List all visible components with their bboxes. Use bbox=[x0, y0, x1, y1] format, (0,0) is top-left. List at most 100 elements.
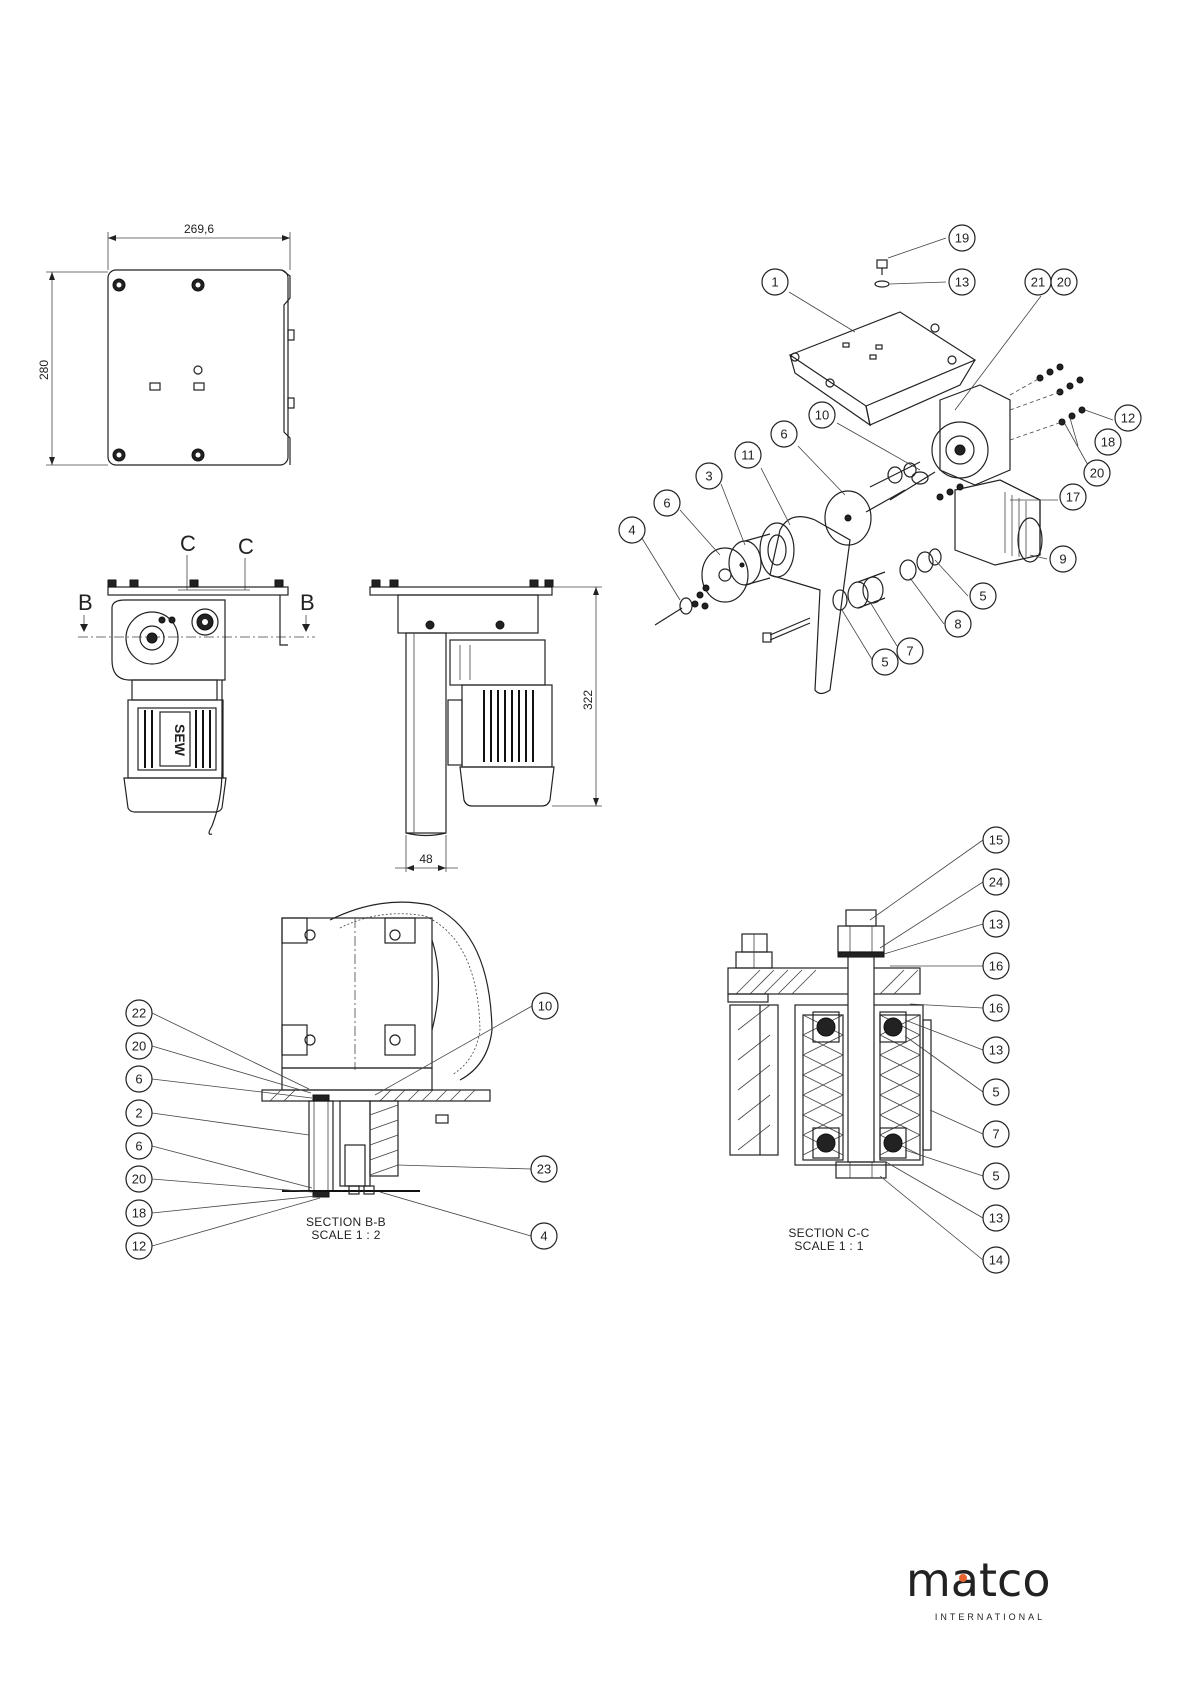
balloon: 16 bbox=[983, 953, 1009, 979]
section-bb-leaders bbox=[152, 1006, 532, 1246]
dim-width-side: 48 bbox=[419, 852, 433, 866]
svg-text:5: 5 bbox=[881, 655, 888, 670]
motor-label: SEW bbox=[172, 724, 188, 757]
section-letter-b-left: B bbox=[78, 590, 93, 615]
section-letter-c-left: C bbox=[180, 531, 196, 556]
svg-text:20: 20 bbox=[132, 1039, 146, 1054]
svg-text:13: 13 bbox=[989, 917, 1003, 932]
balloon: 1 bbox=[762, 269, 788, 295]
svg-text:20: 20 bbox=[132, 1172, 146, 1187]
svg-text:10: 10 bbox=[815, 408, 829, 423]
svg-text:6: 6 bbox=[663, 496, 670, 511]
balloon: 18 bbox=[126, 1200, 152, 1226]
balloon: 5 bbox=[970, 583, 996, 609]
svg-text:16: 16 bbox=[989, 959, 1003, 974]
balloon: 10 bbox=[809, 402, 835, 428]
balloon: 6 bbox=[771, 421, 797, 447]
section-letter-b-right: B bbox=[300, 590, 315, 615]
matco-logo: matco INTERNATIONAL bbox=[906, 1553, 1050, 1622]
balloon: 11 bbox=[735, 442, 761, 468]
exploded-view: 19 13 1 21 20 12 10 18 11 6 20 3 17 6 4 … bbox=[619, 225, 1141, 694]
balloon: 5 bbox=[983, 1163, 1009, 1189]
balloon: 4 bbox=[619, 517, 645, 543]
balloon: 23 bbox=[531, 1156, 557, 1182]
balloon: 21 bbox=[1025, 269, 1051, 295]
motor-fins-side bbox=[484, 690, 533, 762]
svg-text:2: 2 bbox=[135, 1106, 142, 1121]
balloon: 7 bbox=[983, 1121, 1009, 1147]
svg-text:4: 4 bbox=[540, 1229, 547, 1244]
balloon: 7 bbox=[897, 638, 923, 664]
section-bb-caption: SECTION B-B bbox=[306, 1215, 386, 1229]
svg-text:5: 5 bbox=[979, 589, 986, 604]
svg-text:6: 6 bbox=[135, 1072, 142, 1087]
svg-text:13: 13 bbox=[989, 1043, 1003, 1058]
svg-text:19: 19 bbox=[955, 231, 969, 246]
balloon: 9 bbox=[1050, 546, 1076, 572]
balloon: 6 bbox=[126, 1066, 152, 1092]
svg-text:10: 10 bbox=[538, 999, 552, 1014]
balloon: 4 bbox=[531, 1223, 557, 1249]
svg-text:20: 20 bbox=[1090, 466, 1104, 481]
motor-fins-exploded bbox=[1005, 492, 1026, 557]
svg-text:14: 14 bbox=[989, 1253, 1003, 1268]
svg-text:1: 1 bbox=[771, 275, 778, 290]
svg-text:4: 4 bbox=[628, 523, 635, 538]
balloon: 8 bbox=[945, 611, 971, 637]
balloon: 10 bbox=[532, 993, 558, 1019]
svg-text:8: 8 bbox=[954, 617, 961, 632]
section-cc-balloons: 15 24 13 16 16 13 5 7 5 13 14 bbox=[983, 827, 1009, 1273]
side-view: 322 48 bbox=[370, 580, 602, 872]
balloon: 13 bbox=[983, 1205, 1009, 1231]
svg-text:18: 18 bbox=[132, 1206, 146, 1221]
svg-text:6: 6 bbox=[780, 427, 787, 442]
svg-text:6: 6 bbox=[135, 1139, 142, 1154]
balloon: 13 bbox=[983, 911, 1009, 937]
svg-text:7: 7 bbox=[906, 644, 913, 659]
balloon: 12 bbox=[126, 1233, 152, 1259]
svg-text:7: 7 bbox=[992, 1127, 999, 1142]
svg-text:15: 15 bbox=[989, 833, 1003, 848]
svg-text:12: 12 bbox=[1121, 411, 1135, 426]
dim-height-top: 280 bbox=[37, 360, 51, 380]
svg-text:12: 12 bbox=[132, 1239, 146, 1254]
balloon: 14 bbox=[983, 1247, 1009, 1273]
front-view: C C B B bbox=[78, 531, 315, 834]
balloon: 18 bbox=[1095, 429, 1121, 455]
balloon: 5 bbox=[983, 1079, 1009, 1105]
svg-text:24: 24 bbox=[989, 875, 1003, 890]
dim-width-top: 269,6 bbox=[184, 222, 214, 236]
svg-text:20: 20 bbox=[1057, 275, 1071, 290]
logo-accent-dot bbox=[959, 1574, 967, 1582]
balloon: 3 bbox=[696, 463, 722, 489]
logo-wordmark: matco bbox=[906, 1553, 1050, 1607]
svg-text:9: 9 bbox=[1059, 552, 1066, 567]
dim-height-side: 322 bbox=[581, 690, 595, 710]
balloon: 20 bbox=[126, 1033, 152, 1059]
balloon: 6 bbox=[126, 1133, 152, 1159]
balloon: 2 bbox=[126, 1100, 152, 1126]
balloon: 15 bbox=[983, 827, 1009, 853]
section-letter-c-right: C bbox=[238, 534, 254, 559]
svg-text:17: 17 bbox=[1066, 490, 1080, 505]
svg-text:5: 5 bbox=[992, 1085, 999, 1100]
balloon: 5 bbox=[872, 649, 898, 675]
section-bb: 22 20 6 2 6 20 18 12 10 23 4 SECTION B-B… bbox=[126, 902, 558, 1259]
svg-text:5: 5 bbox=[992, 1169, 999, 1184]
svg-text:16: 16 bbox=[989, 1001, 1003, 1016]
balloon: 6 bbox=[654, 490, 680, 516]
balloon: 13 bbox=[949, 269, 975, 295]
section-bb-scale: SCALE 1 : 2 bbox=[311, 1228, 380, 1242]
svg-text:3: 3 bbox=[705, 469, 712, 484]
exploded-bolts bbox=[1010, 364, 1085, 440]
balloon: 17 bbox=[1060, 484, 1086, 510]
svg-text:21: 21 bbox=[1031, 275, 1045, 290]
logo-tagline: INTERNATIONAL bbox=[935, 1612, 1045, 1622]
section-cc-leaders bbox=[870, 840, 983, 1260]
svg-text:18: 18 bbox=[1101, 435, 1115, 450]
section-cc: 15 24 13 16 16 13 5 7 5 13 14 SECTION C-… bbox=[728, 827, 1009, 1273]
section-cc-scale: SCALE 1 : 1 bbox=[794, 1239, 863, 1253]
balloon: 19 bbox=[949, 225, 975, 251]
